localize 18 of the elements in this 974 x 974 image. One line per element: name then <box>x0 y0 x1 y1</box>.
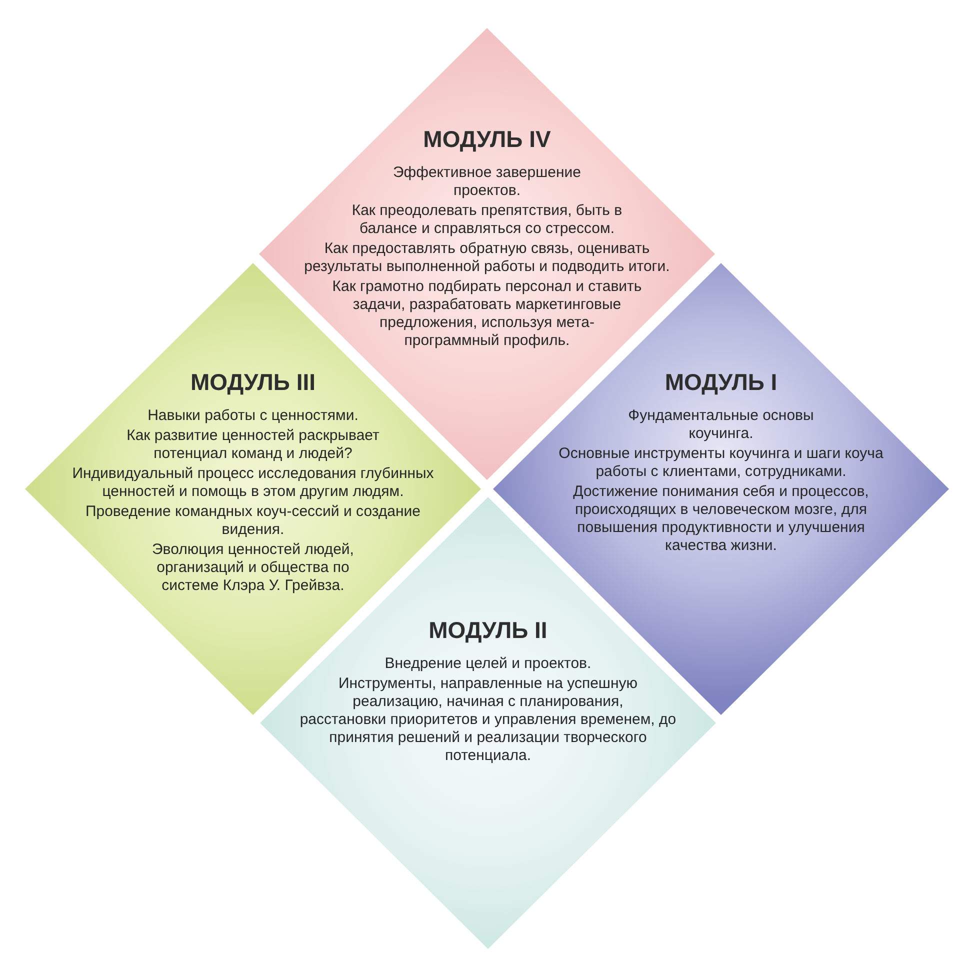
module-description: Эволюция ценностей людей, организаций и общества по системе Клэра У. Грейвза. <box>152 541 354 594</box>
module-heading: МОДУЛЬ III <box>190 369 316 395</box>
module-description: Индивидуальный процесс исследования глубинных ценностей и помощь в этом другим людям. <box>72 465 434 500</box>
module-description: Основные инструменты коучинга и шаги коуча работы с клиентами, сотрудниками. <box>558 445 884 480</box>
module-description: Достижение понимания себя и процессов, происходящих в человеческом мозге, для повышения продуктивности и улучшения качества жизни. <box>573 483 869 554</box>
module-description: Эффективное завершение проектов. <box>393 164 581 199</box>
module-description: Навыки работы с ценностями. <box>148 407 358 424</box>
module-description: Внедрение целей и проектов. <box>384 655 592 672</box>
module-heading: МОДУЛЬ IV <box>423 126 551 152</box>
module-heading: МОДУЛЬ I <box>664 369 778 395</box>
module-description: Инструменты, направленные на успешную реализацию, начиная с планирования, расстановки приоритетов и управления временем, до принятия решений и реализации творческого потенциала. <box>300 675 676 764</box>
module-description: Как предоставлять обратную связь, оценивать результаты выполненной работы и подводить итоги. <box>304 240 670 275</box>
module-description: Как развитие ценностей раскрывает потенциал команд и людей? <box>126 427 380 462</box>
module-description: Как преодолевать препятствия, быть в балансе и справляться со стрессом. <box>352 202 622 237</box>
module-description: Проведение командных коуч-сессий и создание видения. <box>85 503 421 538</box>
module-description: Фундаментальные основы коучинга. <box>628 407 814 442</box>
module-heading: МОДУЛЬ II <box>428 617 548 643</box>
module-description: Как грамотно подбирать персонал и ставить задачи, разрабатовать маркетинговые предложения, используя мета-программный профиль. <box>332 278 642 349</box>
